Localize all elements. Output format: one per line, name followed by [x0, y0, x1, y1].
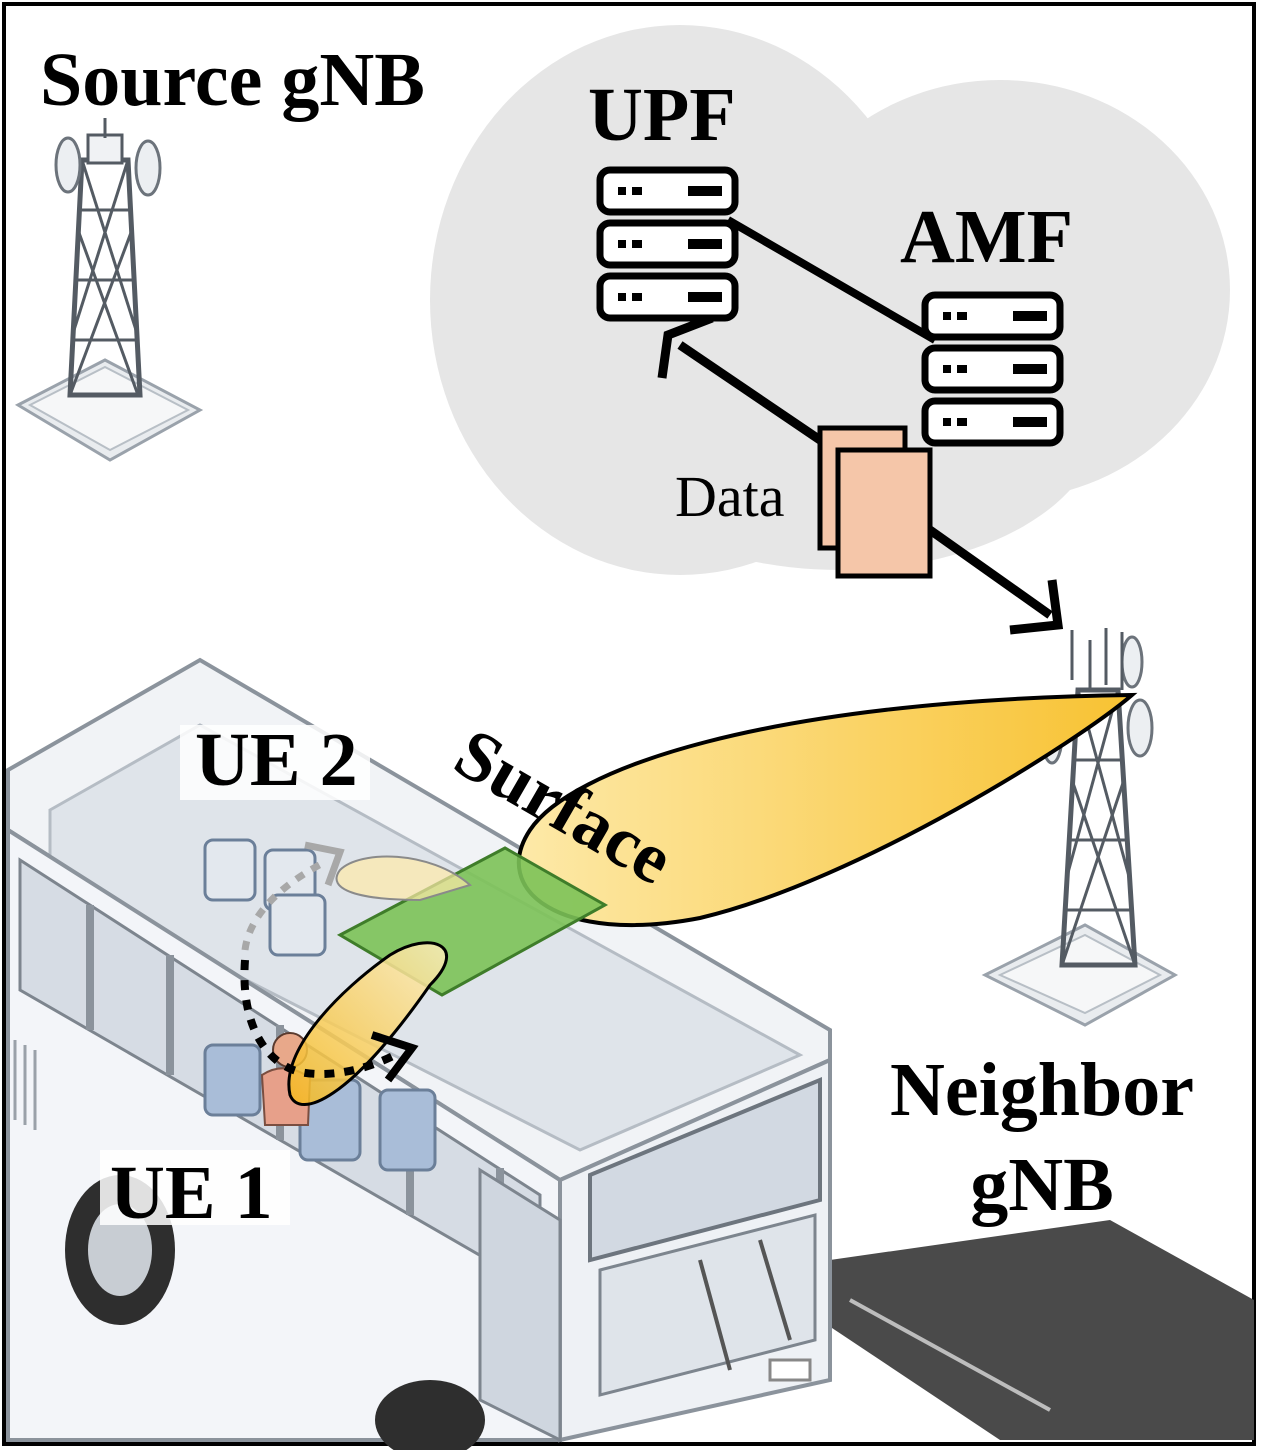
arrow-to-upf [657, 313, 823, 444]
neighbor-gnb-label-line2: gNB [970, 1143, 1114, 1227]
amf-label: AMF [900, 195, 1073, 279]
ue1-label-backdrop [100, 1150, 290, 1225]
surface-to-ue1-beam [287, 941, 449, 1106]
source-gnb-label: Source gNB [40, 38, 425, 122]
amf-server-icon [921, 291, 1064, 447]
upf-server-icon [596, 166, 739, 322]
ue1-label: UE 1 [110, 1151, 273, 1235]
ue2-label-backdrop [180, 725, 370, 800]
ue1-arrow-head [370, 1031, 419, 1083]
data-label: Data [675, 464, 785, 529]
surface-to-ue2-beam [335, 855, 473, 902]
ue2-dotted-arrow [241, 858, 327, 951]
ue2-arrow-head [304, 841, 345, 887]
ue2-label: UE 2 [195, 718, 358, 802]
upf-amf-link [725, 216, 938, 344]
arrow-to-neighbor-gnb [927, 526, 1064, 635]
data-packets-icon [817, 425, 933, 579]
upf-label: UPF [588, 73, 736, 157]
source-gnb-tower-icon [14, 118, 204, 462]
neighbor-gnb-label-line1: Neighbor [890, 1048, 1194, 1132]
